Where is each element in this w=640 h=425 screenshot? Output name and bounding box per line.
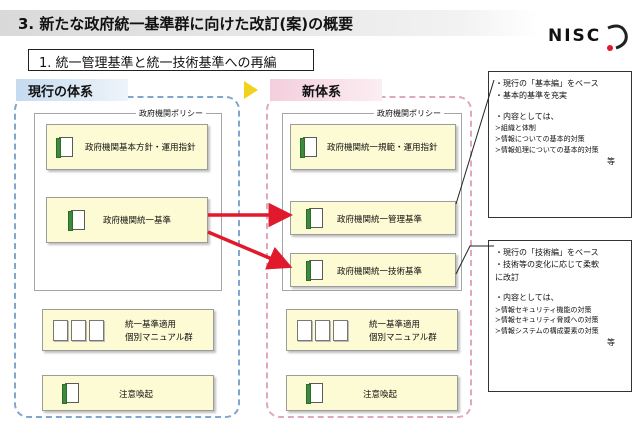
- note-line: に改訂: [495, 272, 519, 282]
- note-bullet: ≻情報システムの構成要素の対策: [495, 327, 599, 336]
- new-management-standard-text: 政府機関統一管理基準: [337, 215, 423, 225]
- current-system-label: 現行の体系: [16, 79, 128, 101]
- document-icon: [89, 320, 104, 341]
- current-unified-standard-text: 政府機関統一基準: [103, 216, 172, 226]
- transition-arrow-icon: [244, 81, 258, 99]
- document-icon: [297, 320, 312, 341]
- current-manuals-line2: 個別マニュアル群: [125, 333, 193, 343]
- document-icon: [71, 320, 86, 341]
- page-title: 3. 新たな政府統一基準群に向けた改訂(案)の概要: [18, 15, 354, 33]
- note-bullet: ≻情報処理についての基本的対策: [495, 145, 599, 154]
- title-bar: [0, 10, 540, 36]
- new-management-standard-box: 政府機関統一管理基準: [290, 201, 456, 235]
- current-caution-text: 注意喚起: [119, 390, 154, 400]
- logo-text: NISC: [548, 26, 602, 46]
- note-line: ・内容としては、: [495, 293, 559, 303]
- binder-icon: [56, 137, 73, 158]
- new-policy-label: 政府機関ポリシー: [374, 108, 444, 119]
- note-line: ・現行の「基本編」をベース: [495, 79, 599, 88]
- new-technical-standard-text: 政府機関統一技術基準: [337, 267, 423, 277]
- new-technical-standard-box: 政府機関統一技術基準: [290, 253, 456, 287]
- current-manuals-line1: 統一基準適用: [125, 320, 177, 330]
- new-manuals-line1: 統一基準適用: [369, 320, 421, 330]
- new-manuals-box: 統一基準適用 個別マニュアル群: [286, 309, 458, 351]
- current-basic-policy-box: 政府機関基本方針・運用指針: [46, 124, 208, 170]
- new-manuals-line2: 個別マニュアル群: [369, 333, 437, 343]
- new-norms-box: 政府機関統一規範・運用指針: [290, 124, 456, 170]
- note-etc: 等: [607, 338, 615, 348]
- current-basic-policy-text: 政府機関基本方針・運用指針: [85, 143, 196, 153]
- binder-icon: [68, 210, 85, 231]
- binder-icon: [62, 383, 79, 404]
- document-icon: [315, 320, 330, 341]
- technical-standard-note: ・現行の「技術編」をベース ・技術等の変化に応じて柔軟 に改訂 ・内容としては、…: [488, 240, 632, 392]
- note-line: ・技術等の変化に応じて柔軟: [495, 260, 599, 270]
- new-system-label: 新体系: [270, 79, 382, 101]
- binder-icon: [306, 208, 323, 229]
- note-etc: 等: [607, 156, 615, 166]
- note-line: ・内容としては、: [495, 111, 559, 121]
- new-norms-text: 政府機関統一規範・運用指針: [327, 143, 438, 153]
- binder-icon: [300, 137, 317, 158]
- logo-swirl-icon: [607, 24, 628, 51]
- note-bullet: ≻組織と体制: [495, 124, 536, 133]
- current-unified-standard-box: 政府機関統一基準: [46, 197, 208, 243]
- current-policy-label: 政府機関ポリシー: [136, 108, 206, 119]
- section-subtitle: 1. 統一管理基準と統一技術基準への再編: [28, 49, 314, 71]
- management-standard-note: ・現行の「基本編」をベース ・基本的基準を充実 ・内容としては、 ≻組織と体制 …: [488, 71, 632, 218]
- nisc-logo: NISC: [548, 22, 630, 56]
- note-bullet: ≻情報セキュリティ脅威への対策: [495, 316, 599, 325]
- document-icon: [53, 320, 68, 341]
- note-line: ・基本的基準を充実: [495, 91, 567, 101]
- current-manuals-box: 統一基準適用 個別マニュアル群: [42, 309, 214, 351]
- document-icon: [333, 320, 348, 341]
- note-bullet: ≻情報についての基本的対策: [495, 135, 585, 144]
- current-caution-box: 注意喚起: [42, 375, 214, 411]
- new-caution-text: 注意喚起: [363, 390, 398, 400]
- binder-icon: [306, 383, 323, 404]
- note-bullet: ≻情報セキュリティ機能の対策: [495, 305, 592, 314]
- new-caution-box: 注意喚起: [286, 375, 458, 411]
- binder-icon: [306, 260, 323, 281]
- note-line: ・現行の「技術編」をベース: [495, 248, 599, 257]
